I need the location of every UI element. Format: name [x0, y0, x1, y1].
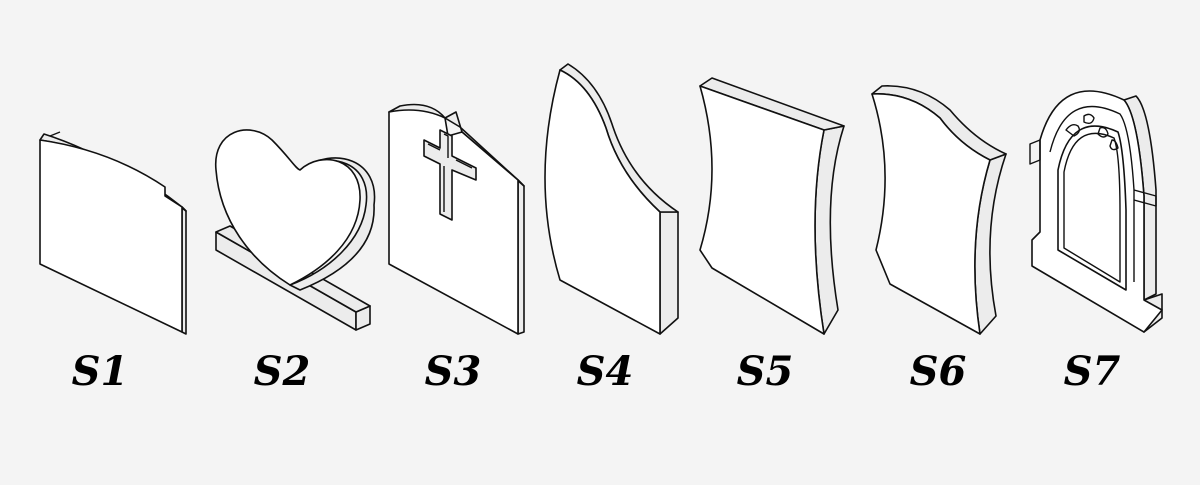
headstone-s3: [388, 103, 525, 335]
headstone-s7: [1029, 90, 1163, 333]
label-s2: S2: [253, 348, 311, 395]
label-s4: S4: [576, 348, 634, 395]
headstone-s5: [699, 77, 845, 335]
headstone-s2: [215, 129, 376, 331]
headstone-s4: [544, 63, 679, 335]
label-s1: S1: [71, 348, 129, 395]
label-s6: S6: [909, 348, 967, 395]
label-s7: S7: [1063, 348, 1121, 395]
headstone-s6: [871, 85, 1007, 335]
label-s5: S5: [736, 348, 794, 395]
label-s3: S3: [424, 348, 482, 395]
headstone-s1: [39, 131, 187, 335]
